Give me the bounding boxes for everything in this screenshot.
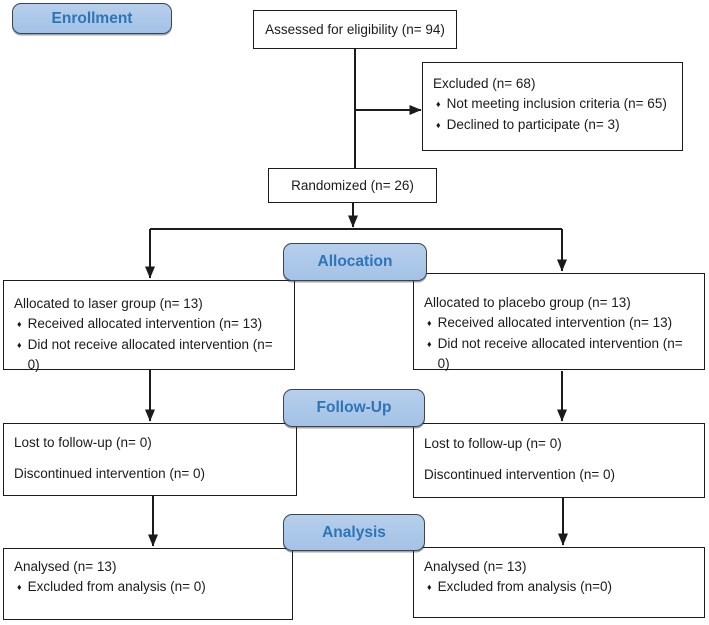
diamond-bullet-icon: ♦ [436,99,441,109]
analysis-laser-bullet-1: ♦ Excluded from analysis (n= 0) [14,577,284,598]
allocated-laser-bullet-2-text: Did not receive allocated intervention (… [27,337,273,372]
followup-placebo-line-2: Discontinued intervention (n= 0) [424,467,615,482]
randomized-text: Randomized (n= 26) [291,177,414,193]
allocated-placebo-bullet-2-text: Did not receive allocated intervention (… [437,336,683,371]
diamond-bullet-icon: ♦ [427,318,432,328]
excluded-bullet-1-text: Not meeting inclusion criteria (n= 65) [446,96,667,111]
allocated-placebo-bullet-2: ♦ Did not receive allocated intervention… [424,334,696,374]
allocated-laser-title: Allocated to laser group (n= 13) [14,296,203,311]
excluded-bullet-1: ♦ Not meeting inclusion criteria (n= 65) [433,94,674,115]
excluded-title: Excluded (n= 68) [433,76,536,91]
analysis-laser-bullet-1-text: Excluded from analysis (n= 0) [27,579,206,594]
assessed-eligibility-box: Assessed for eligibility (n= 94) [253,10,457,49]
allocation-stage-label: Allocation [283,243,427,281]
diamond-bullet-icon: ♦ [17,340,22,350]
diamond-bullet-icon: ♦ [17,582,22,592]
diamond-bullet-icon: ♦ [436,120,441,130]
analysis-placebo-bullet-1-text: Excluded from analysis (n=0) [437,579,613,594]
followup-laser-box: Lost to follow-up (n= 0) Discontinued in… [3,423,297,496]
analysis-laser-box: Analysed (n= 13) ♦ Excluded from analysi… [3,548,293,620]
excluded-bullet-2-text: Declined to participate (n= 3) [446,117,620,132]
allocated-laser-box: Allocated to laser group (n= 13) ♦ Recei… [3,280,295,372]
excluded-bullet-2: ♦ Declined to participate (n= 3) [433,115,674,136]
analysis-placebo-bullet-1: ♦ Excluded from analysis (n=0) [424,577,696,598]
analysis-placebo-title: Analysed (n= 13) [424,559,527,574]
followup-placebo-box: Lost to follow-up (n= 0) Discontinued in… [413,423,705,498]
allocated-laser-bullet-1-text: Received allocated intervention (n= 13) [27,316,263,331]
followup-placebo-line-1: Lost to follow-up (n= 0) [424,436,562,451]
randomized-box: Randomized (n= 26) [268,168,437,203]
followup-laser-line-2: Discontinued intervention (n= 0) [14,466,205,481]
diamond-bullet-icon: ♦ [427,339,432,349]
allocated-placebo-bullet-1: ♦ Received allocated intervention (n= 13… [424,313,696,334]
diamond-bullet-icon: ♦ [427,582,432,592]
allocated-laser-bullet-1: ♦ Received allocated intervention (n= 13… [14,314,286,335]
diamond-bullet-icon: ♦ [17,319,22,329]
excluded-box: Excluded (n= 68) ♦ Not meeting inclusion… [422,62,683,151]
analysis-placebo-box: Analysed (n= 13) ♦ Excluded from analysi… [413,547,705,618]
analysis-laser-title: Analysed (n= 13) [14,559,117,574]
enrollment-stage-label: Enrollment [12,3,172,34]
allocated-placebo-box: Allocated to placebo group (n= 13) ♦ Rec… [413,273,705,371]
followup-stage-label: Follow-Up [283,389,425,427]
followup-laser-line-1: Lost to follow-up (n= 0) [14,435,152,450]
assessed-eligibility-text: Assessed for eligibility (n= 94) [265,21,445,37]
allocated-placebo-title: Allocated to placebo group (n= 13) [424,295,631,310]
analysis-stage-label: Analysis [283,514,425,551]
allocated-laser-bullet-2: ♦ Did not receive allocated intervention… [14,335,286,375]
allocated-placebo-bullet-1-text: Received allocated intervention (n= 13) [437,315,673,330]
